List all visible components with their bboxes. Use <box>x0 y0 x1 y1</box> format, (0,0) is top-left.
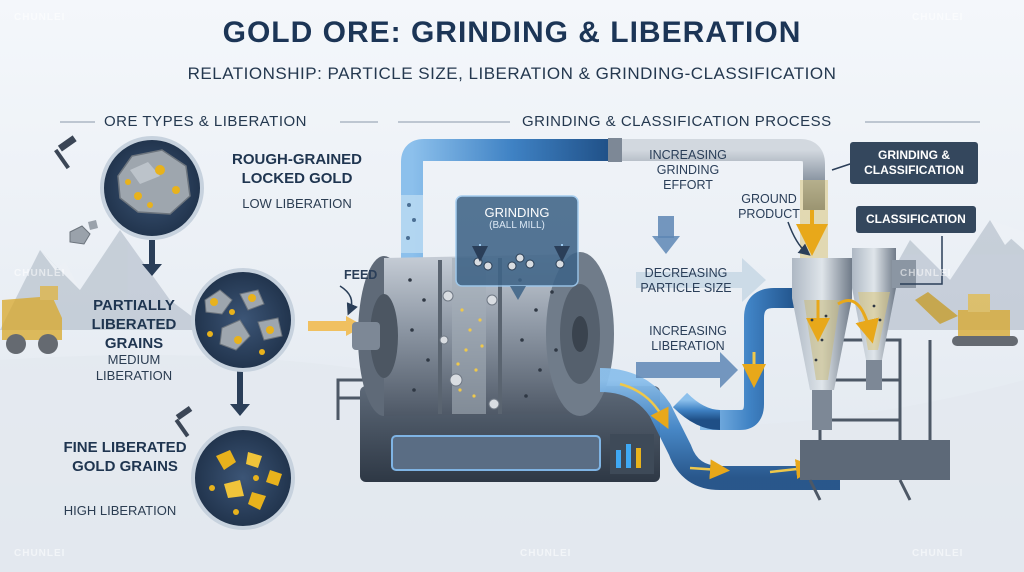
classification-tag: CLASSIFICATION <box>856 206 976 233</box>
down-arrow-icon <box>142 264 162 276</box>
stage-partial-label: PARTIALLY LIBERATED GRAINS <box>91 297 177 352</box>
mill-callout-label: GRINDING <box>484 205 550 220</box>
feed-label: FEED <box>344 268 378 282</box>
ore-circle-fine <box>191 426 295 530</box>
ground-product-label: GROUND PRODUCT <box>738 192 800 221</box>
stage-fine-liberation: HIGH LIBERATION <box>63 503 177 518</box>
increasing-effort-arrow-icon <box>652 236 680 254</box>
hammer-icon <box>174 405 193 438</box>
watermark: CHUNLEI <box>900 268 952 279</box>
ore-circle-rough <box>100 136 204 240</box>
grinding-classification-tag: GRINDING & CLASSIFICATION <box>850 142 978 184</box>
decreasing-size-arrow-icon <box>636 258 766 302</box>
increasing-liberation-arrow-icon <box>636 352 738 388</box>
watermark: CHUNLEI <box>912 548 964 559</box>
stage-rough-liberation: LOW LIBERATION <box>242 196 352 211</box>
watermark: CHUNLEI <box>14 268 66 279</box>
ore-circle-partial <box>191 268 295 372</box>
down-arrow-icon <box>230 404 250 416</box>
watermark: CHUNLEI <box>520 548 572 559</box>
page-title: GOLD ORE: GRINDING & LIBERATION <box>222 16 802 49</box>
ball-mill <box>352 252 660 482</box>
increasing-liberation-label: INCREASING LIBERATION <box>649 324 727 353</box>
mill-callout-sublabel: (BALL MILL) <box>489 220 545 231</box>
watermark: CHUNLEI <box>14 548 66 559</box>
excavator-right-icon <box>915 292 1018 346</box>
watermark: CHUNLEI <box>912 12 964 23</box>
mining-truck-left-icon <box>2 286 62 354</box>
increasing-effort-label: INCREASING GRINDING EFFORT <box>649 148 727 192</box>
decreasing-size-label: DECREASING PARTICLE SIZE <box>640 266 732 295</box>
stage-fine-label: FINE LIBERATED GOLD GRAINS <box>63 439 187 475</box>
watermark: CHUNLEI <box>14 12 66 23</box>
stage-partial-liberation: MEDIUM LIBERATION <box>95 352 173 383</box>
page-subtitle: RELATIONSHIP: PARTICLE SIZE, LIBERATION … <box>187 64 837 83</box>
mill-callout-title: GRINDING (BALL MILL) <box>456 205 578 231</box>
hammer-icon <box>54 135 77 170</box>
right-section-heading: GRINDING & CLASSIFICATION PROCESS <box>522 113 832 130</box>
stage-rough-label: ROUGH-GRAINED LOCKED GOLD <box>232 151 362 187</box>
left-section-heading: ORE TYPES & LIBERATION <box>104 113 307 130</box>
